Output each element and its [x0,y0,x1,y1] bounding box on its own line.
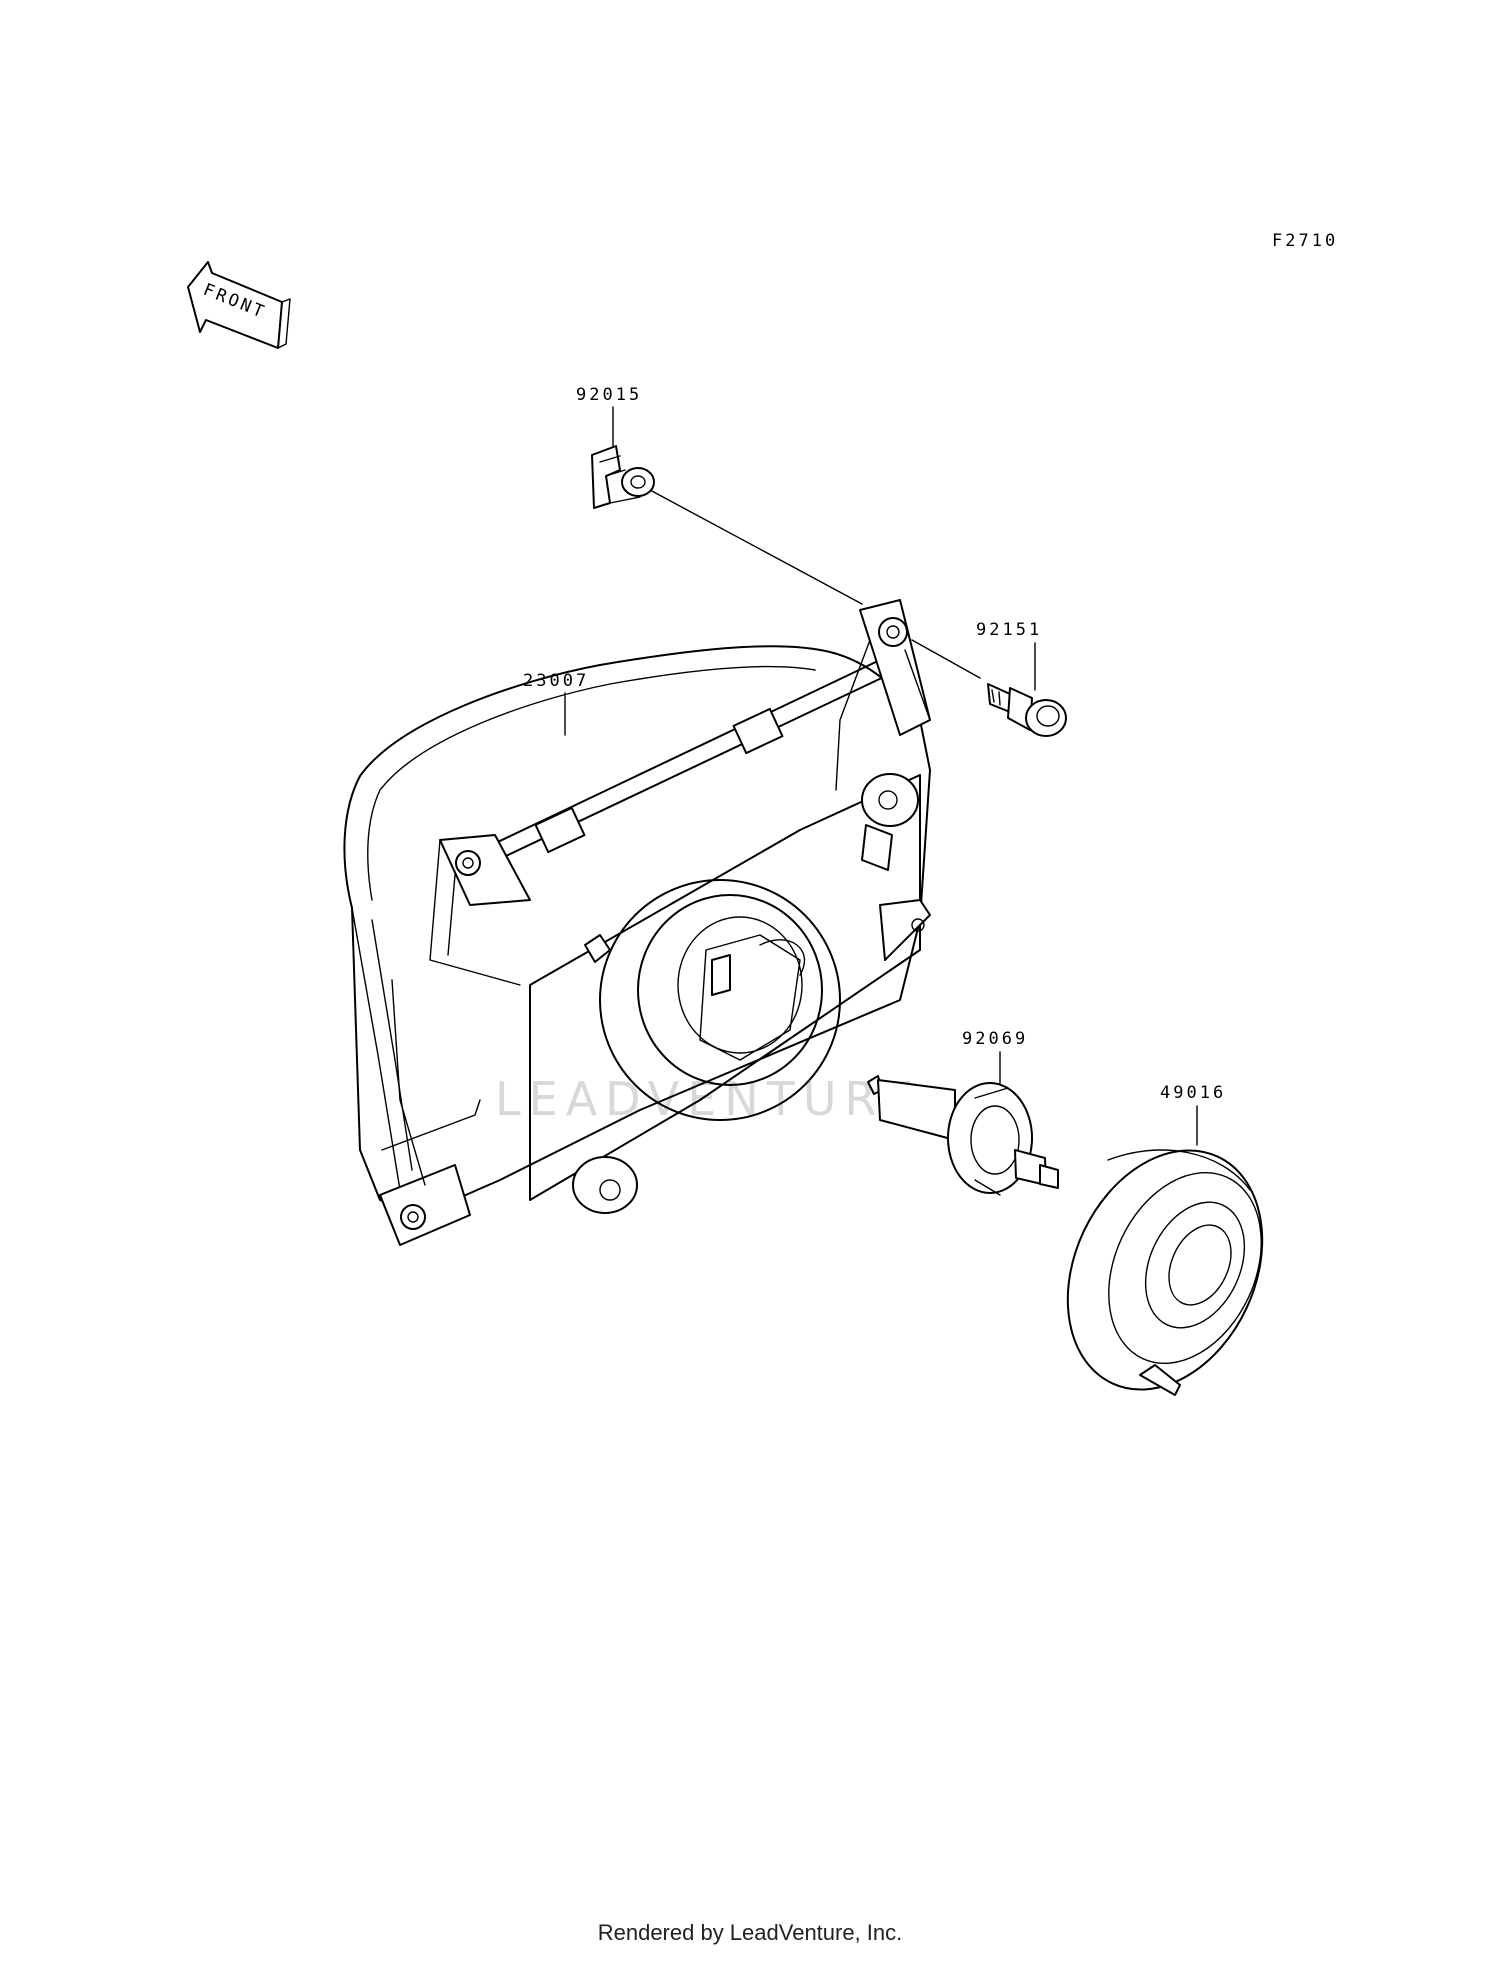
headlight-assembly-23007 [343,599,931,1246]
part-label-49016: 49016 [1160,1083,1226,1103]
rubber-cover-49016 [1066,1149,1264,1396]
diagram-code: F2710 [1272,231,1338,251]
part-label-23007: 23007 [523,671,589,691]
front-arrow-icon: FRONT [187,261,291,349]
bolt-92151 [987,683,1067,737]
leader-lines [564,406,1198,1146]
part-label-92069: 92069 [962,1029,1028,1049]
footer-credit: Rendered by LeadVenture, Inc. [597,1920,903,1945]
clip-nut-92015 [591,445,655,509]
part-label-92015: 92015 [576,385,642,405]
bulb-92069 [867,1075,1059,1196]
part-label-92151: 92151 [976,620,1042,640]
